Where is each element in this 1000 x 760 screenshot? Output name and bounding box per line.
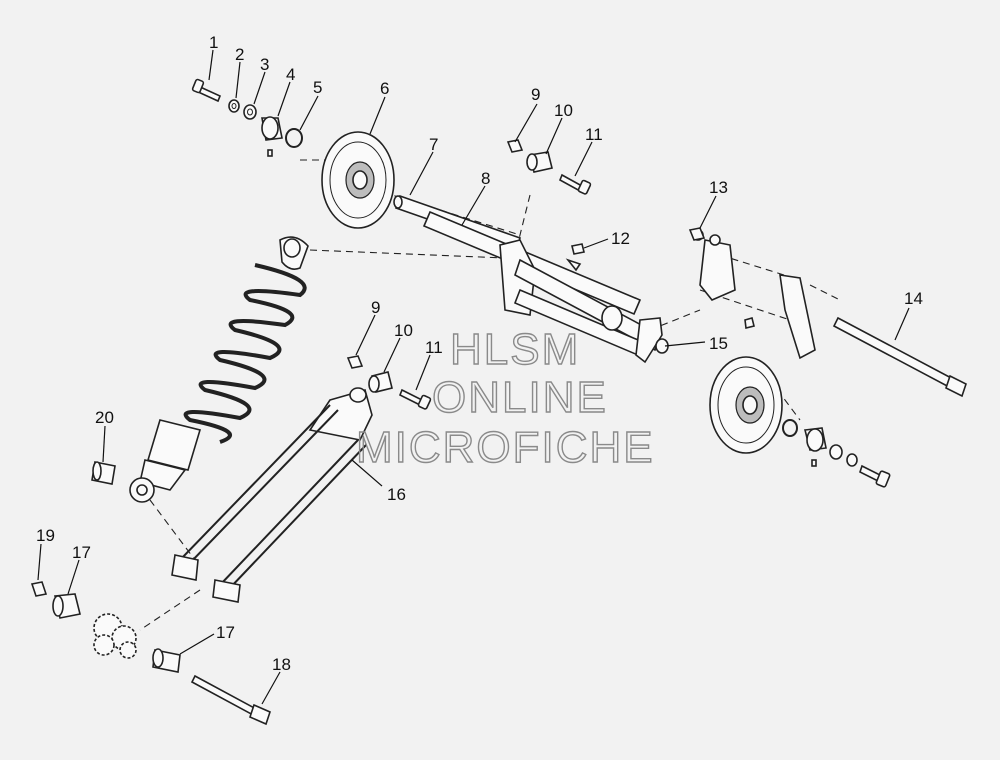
idler-wheel-right — [709, 356, 783, 454]
leader-lines — [37, 49, 910, 705]
snap-ring-5 — [285, 128, 303, 148]
callout-20: 20 — [95, 408, 114, 427]
spacer-17-lower — [152, 648, 181, 673]
bolt-11-lower — [398, 388, 432, 410]
bushing-10-lower — [368, 371, 393, 393]
callout-13: 13 — [709, 178, 728, 197]
nut-13 — [688, 227, 706, 241]
callout-2: 2 — [235, 45, 244, 64]
callout-7: 7 — [429, 135, 438, 154]
bolt-1 — [191, 78, 222, 103]
callout-9-lower: 9 — [371, 298, 380, 317]
bushing-10-top — [526, 151, 553, 173]
watermark: HLSM ONLINE MICROFICHE — [355, 324, 655, 472]
callout-8: 8 — [481, 169, 490, 188]
watermark-line3: MICROFICHE — [356, 423, 655, 472]
callout-15: 15 — [709, 334, 728, 353]
bolt-14 — [832, 316, 967, 398]
a-arm-16 — [171, 387, 373, 603]
callout-5: 5 — [313, 78, 322, 97]
coil-spring — [183, 263, 307, 444]
callout-16: 16 — [387, 485, 406, 504]
callout-17-left: 17 — [72, 543, 91, 562]
bushing-20 — [91, 461, 116, 485]
callout-14: 14 — [904, 289, 923, 308]
bearing-4 — [261, 116, 283, 157]
callout-6: 6 — [380, 79, 389, 98]
callout-3: 3 — [260, 55, 269, 74]
nut-9-lower — [346, 355, 364, 369]
callout-4: 4 — [286, 65, 295, 84]
callout-11-lower: 11 — [425, 338, 443, 357]
callout-9-top: 9 — [531, 85, 540, 104]
callout-11-top: 11 — [585, 125, 603, 144]
washer-2 — [228, 99, 240, 113]
mount-parts-dotted — [93, 613, 137, 659]
bolt-18 — [190, 674, 271, 726]
callout-17-lower: 17 — [216, 623, 235, 642]
callout-1: 1 — [209, 33, 218, 52]
callout-10-lower: 10 — [394, 321, 413, 340]
right-bolt-stack — [782, 419, 891, 488]
nut-9-top — [506, 139, 524, 153]
callout-labels: 1 2 3 4 5 6 7 8 9 10 11 12 13 14 15 9 10… — [36, 33, 923, 674]
callout-18: 18 — [272, 655, 291, 674]
watermark-line2: ONLINE — [432, 373, 608, 422]
spacer-17-left — [52, 593, 81, 619]
callout-10-top: 10 — [554, 101, 573, 120]
nut-12 — [571, 243, 585, 255]
watermark-line1: HLSM — [450, 325, 580, 374]
idler-wheel-6 — [321, 131, 395, 229]
shock-absorber — [129, 236, 309, 503]
callout-12: 12 — [611, 229, 630, 248]
rear-arm-15 — [499, 239, 669, 364]
nut-19 — [30, 581, 48, 597]
callout-19: 19 — [36, 526, 55, 545]
bolt-11-top — [558, 173, 592, 195]
washer-3 — [243, 104, 257, 120]
